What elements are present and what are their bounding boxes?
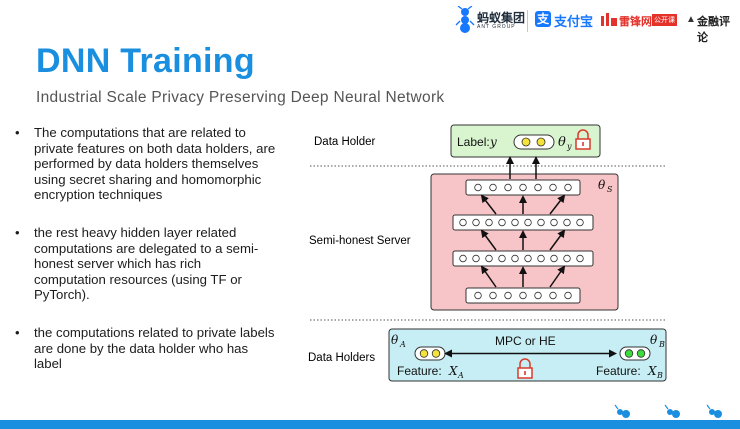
theta-b-subscript: B xyxy=(658,340,665,349)
bullet-dot: • xyxy=(15,324,20,340)
feature-b-prefix: Feature: xyxy=(596,364,641,378)
feature-a-subscript: A xyxy=(457,371,464,380)
theta-y-subscript: y xyxy=(566,142,572,151)
theta-a-subscript: A xyxy=(399,340,406,349)
logo-divider xyxy=(527,10,528,32)
hidden-layer-neurons xyxy=(474,291,572,300)
hidden-layer-neurons xyxy=(459,218,584,227)
label-var: y xyxy=(489,135,497,149)
theta-s-symbol: θ xyxy=(598,178,606,192)
theta-a-symbol: θ xyxy=(391,333,399,347)
partner-logos: 蚂蚁集团 ANT GROUP 支 支付宝 雷锋网 公开课 ▲ 金融评论 xyxy=(455,6,740,44)
theta-s-subscript: S xyxy=(607,185,613,194)
party-a-input-node xyxy=(414,346,446,361)
hidden-layer-neurons xyxy=(474,183,572,192)
slide-title: DNN Training xyxy=(36,42,255,80)
layer-arrows xyxy=(480,156,566,288)
feature-a-prefix: Feature: xyxy=(397,364,442,378)
alipay-icon: 支 xyxy=(535,11,551,27)
theta-b-symbol: θ xyxy=(650,333,658,347)
label-neuron xyxy=(536,137,546,147)
server-box xyxy=(430,173,619,311)
feature-a-var: X xyxy=(448,364,458,378)
bullet-text: the computations related to private labe… xyxy=(34,324,275,372)
ant-group-cn: 蚂蚁集团 xyxy=(477,11,526,25)
lock-icon xyxy=(575,129,591,150)
feature-b-subscript: B xyxy=(656,371,663,380)
slide-subtitle: Industrial Scale Privacy Preserving Deep… xyxy=(36,89,445,106)
bullet-item: • the computations related to private la… xyxy=(14,325,276,372)
leifeng-icon xyxy=(601,13,617,26)
ant-logo-icon xyxy=(455,6,475,33)
ant-group-en: ANT GROUP xyxy=(477,24,516,30)
hidden-layer-neurons xyxy=(459,254,584,263)
label-prefix: Label: xyxy=(457,135,490,149)
data-holders-label: Data Holders xyxy=(308,352,375,364)
bullet-item: • the rest heavy hidden layer related co… xyxy=(14,225,276,303)
bullet-dot: • xyxy=(15,224,20,240)
label-output-node xyxy=(513,134,555,150)
bullet-text: the rest heavy hidden layer related comp… xyxy=(34,224,259,303)
bullet-dot: • xyxy=(15,125,20,140)
party-b-input-node xyxy=(619,346,651,361)
feature-b-var: X xyxy=(647,364,657,378)
theta-y-symbol: θ xyxy=(558,135,566,150)
bullet-text: The computations that are related to pri… xyxy=(34,125,276,203)
lock-icon xyxy=(517,358,533,379)
leifeng-logo-text: 雷锋网 xyxy=(619,16,652,28)
party-a-neuron xyxy=(419,349,429,358)
bullet-list: • The computations that are related to p… xyxy=(14,125,276,394)
jinrong-logo-text: 金融评论 xyxy=(697,16,730,44)
jinrong-icon: ▲ xyxy=(686,14,696,25)
bullet-item: • The computations that are related to p… xyxy=(14,125,276,203)
alipay-logo-text: 支付宝 xyxy=(554,14,594,29)
data-holder-label: Data Holder xyxy=(314,136,376,148)
label-neuron xyxy=(521,137,531,147)
leifeng-badge: 公开课 xyxy=(652,14,677,26)
party-b-neuron xyxy=(624,349,634,358)
party-a-neuron xyxy=(431,349,441,358)
ant-mascot-icon xyxy=(614,404,722,418)
server-label: Semi-honest Server xyxy=(309,235,411,247)
party-b-neuron xyxy=(636,349,646,358)
footer-bar xyxy=(0,420,740,429)
mpc-label: MPC or HE xyxy=(495,334,556,348)
